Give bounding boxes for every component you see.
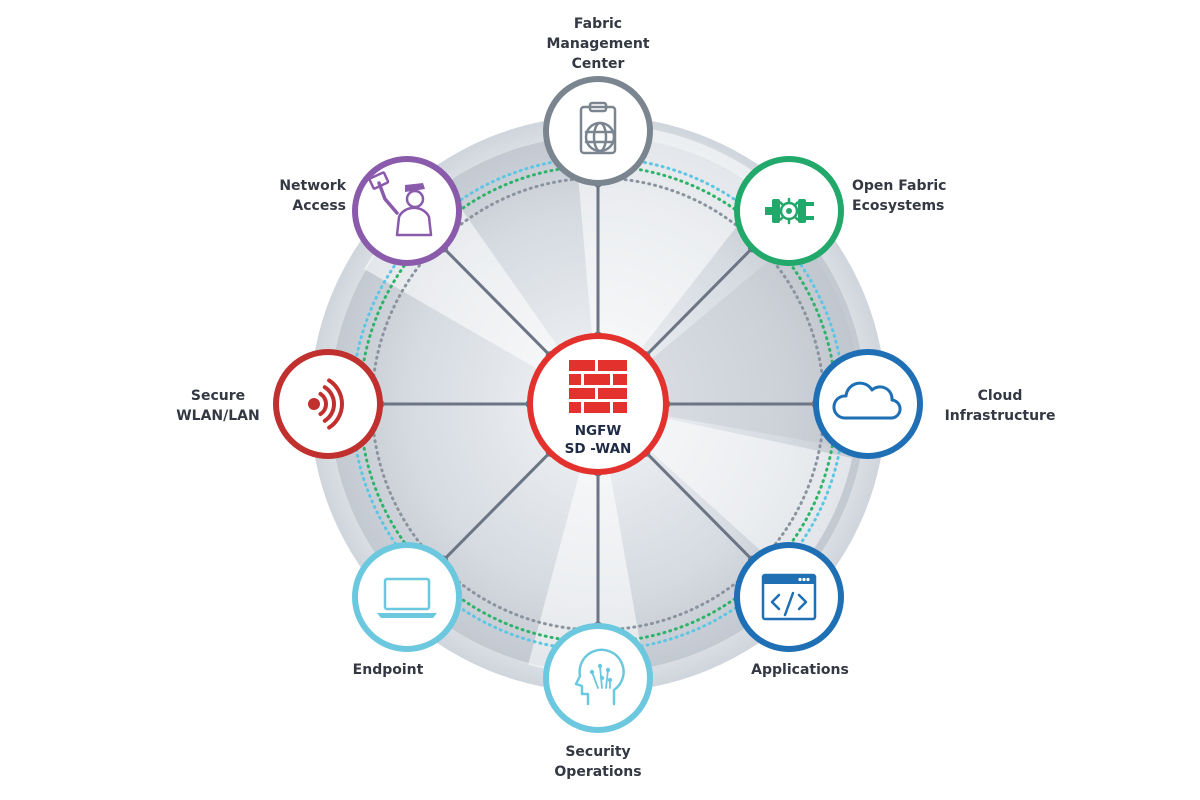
plug-gear-icon <box>765 197 814 225</box>
node-applications[interactable]: Applications <box>734 542 849 678</box>
node-label-line: Access <box>292 198 346 214</box>
hub-label-line: NGFW <box>575 423 622 439</box>
node-label-line: Open Fabric <box>852 178 946 194</box>
hub-label-line: SD -WAN <box>565 441 632 457</box>
wedge-bottom <box>528 404 645 674</box>
spoke-network-access <box>442 246 552 357</box>
hub-label: NGFW SD -WAN <box>565 423 632 457</box>
clipboard-globe-icon <box>579 101 617 155</box>
node-label-line: Network <box>279 178 346 194</box>
cloud-icon <box>832 381 902 420</box>
node-label-line: Security <box>565 744 630 760</box>
spoke-endpoint <box>442 451 552 562</box>
node-circle <box>352 156 462 266</box>
laptop-icon <box>377 577 437 618</box>
brick-firewall-icon <box>569 360 627 413</box>
brain-circuit-icon <box>574 648 625 706</box>
node-label-line: Applications <box>751 662 849 678</box>
node-label: Endpoint <box>353 662 424 678</box>
node-label-line: Center <box>572 56 625 72</box>
node-label-line: Operations <box>554 764 641 780</box>
wedge-top <box>573 123 771 404</box>
wireless-signal-icon <box>308 378 344 430</box>
node-label-line: Infrastructure <box>945 408 1056 424</box>
node-label: Applications <box>751 662 849 678</box>
node-label-line: Ecosystems <box>852 198 944 214</box>
node-label-line: Fabric <box>574 16 622 32</box>
node-endpoint[interactable]: Endpoint <box>352 542 462 678</box>
spoke-applications <box>644 451 754 562</box>
node-circle <box>543 623 653 733</box>
node-label-line: Management <box>546 36 649 52</box>
wedge-right <box>598 404 853 578</box>
guard-badge-icon <box>368 171 433 237</box>
spoke-open-fabric-ecosystems <box>644 246 754 357</box>
node-label-line: Cloud <box>978 388 1023 404</box>
node-circle <box>734 542 844 652</box>
node-label-line: WLAN/LAN <box>176 408 260 424</box>
node-label-line: Secure <box>191 388 245 404</box>
code-window-icon <box>761 573 817 621</box>
node-circle <box>352 542 462 652</box>
hub-node[interactable]: NGFW SD -WAN <box>527 333 669 475</box>
node-circle <box>813 349 923 459</box>
node-label-line: Endpoint <box>353 662 424 678</box>
